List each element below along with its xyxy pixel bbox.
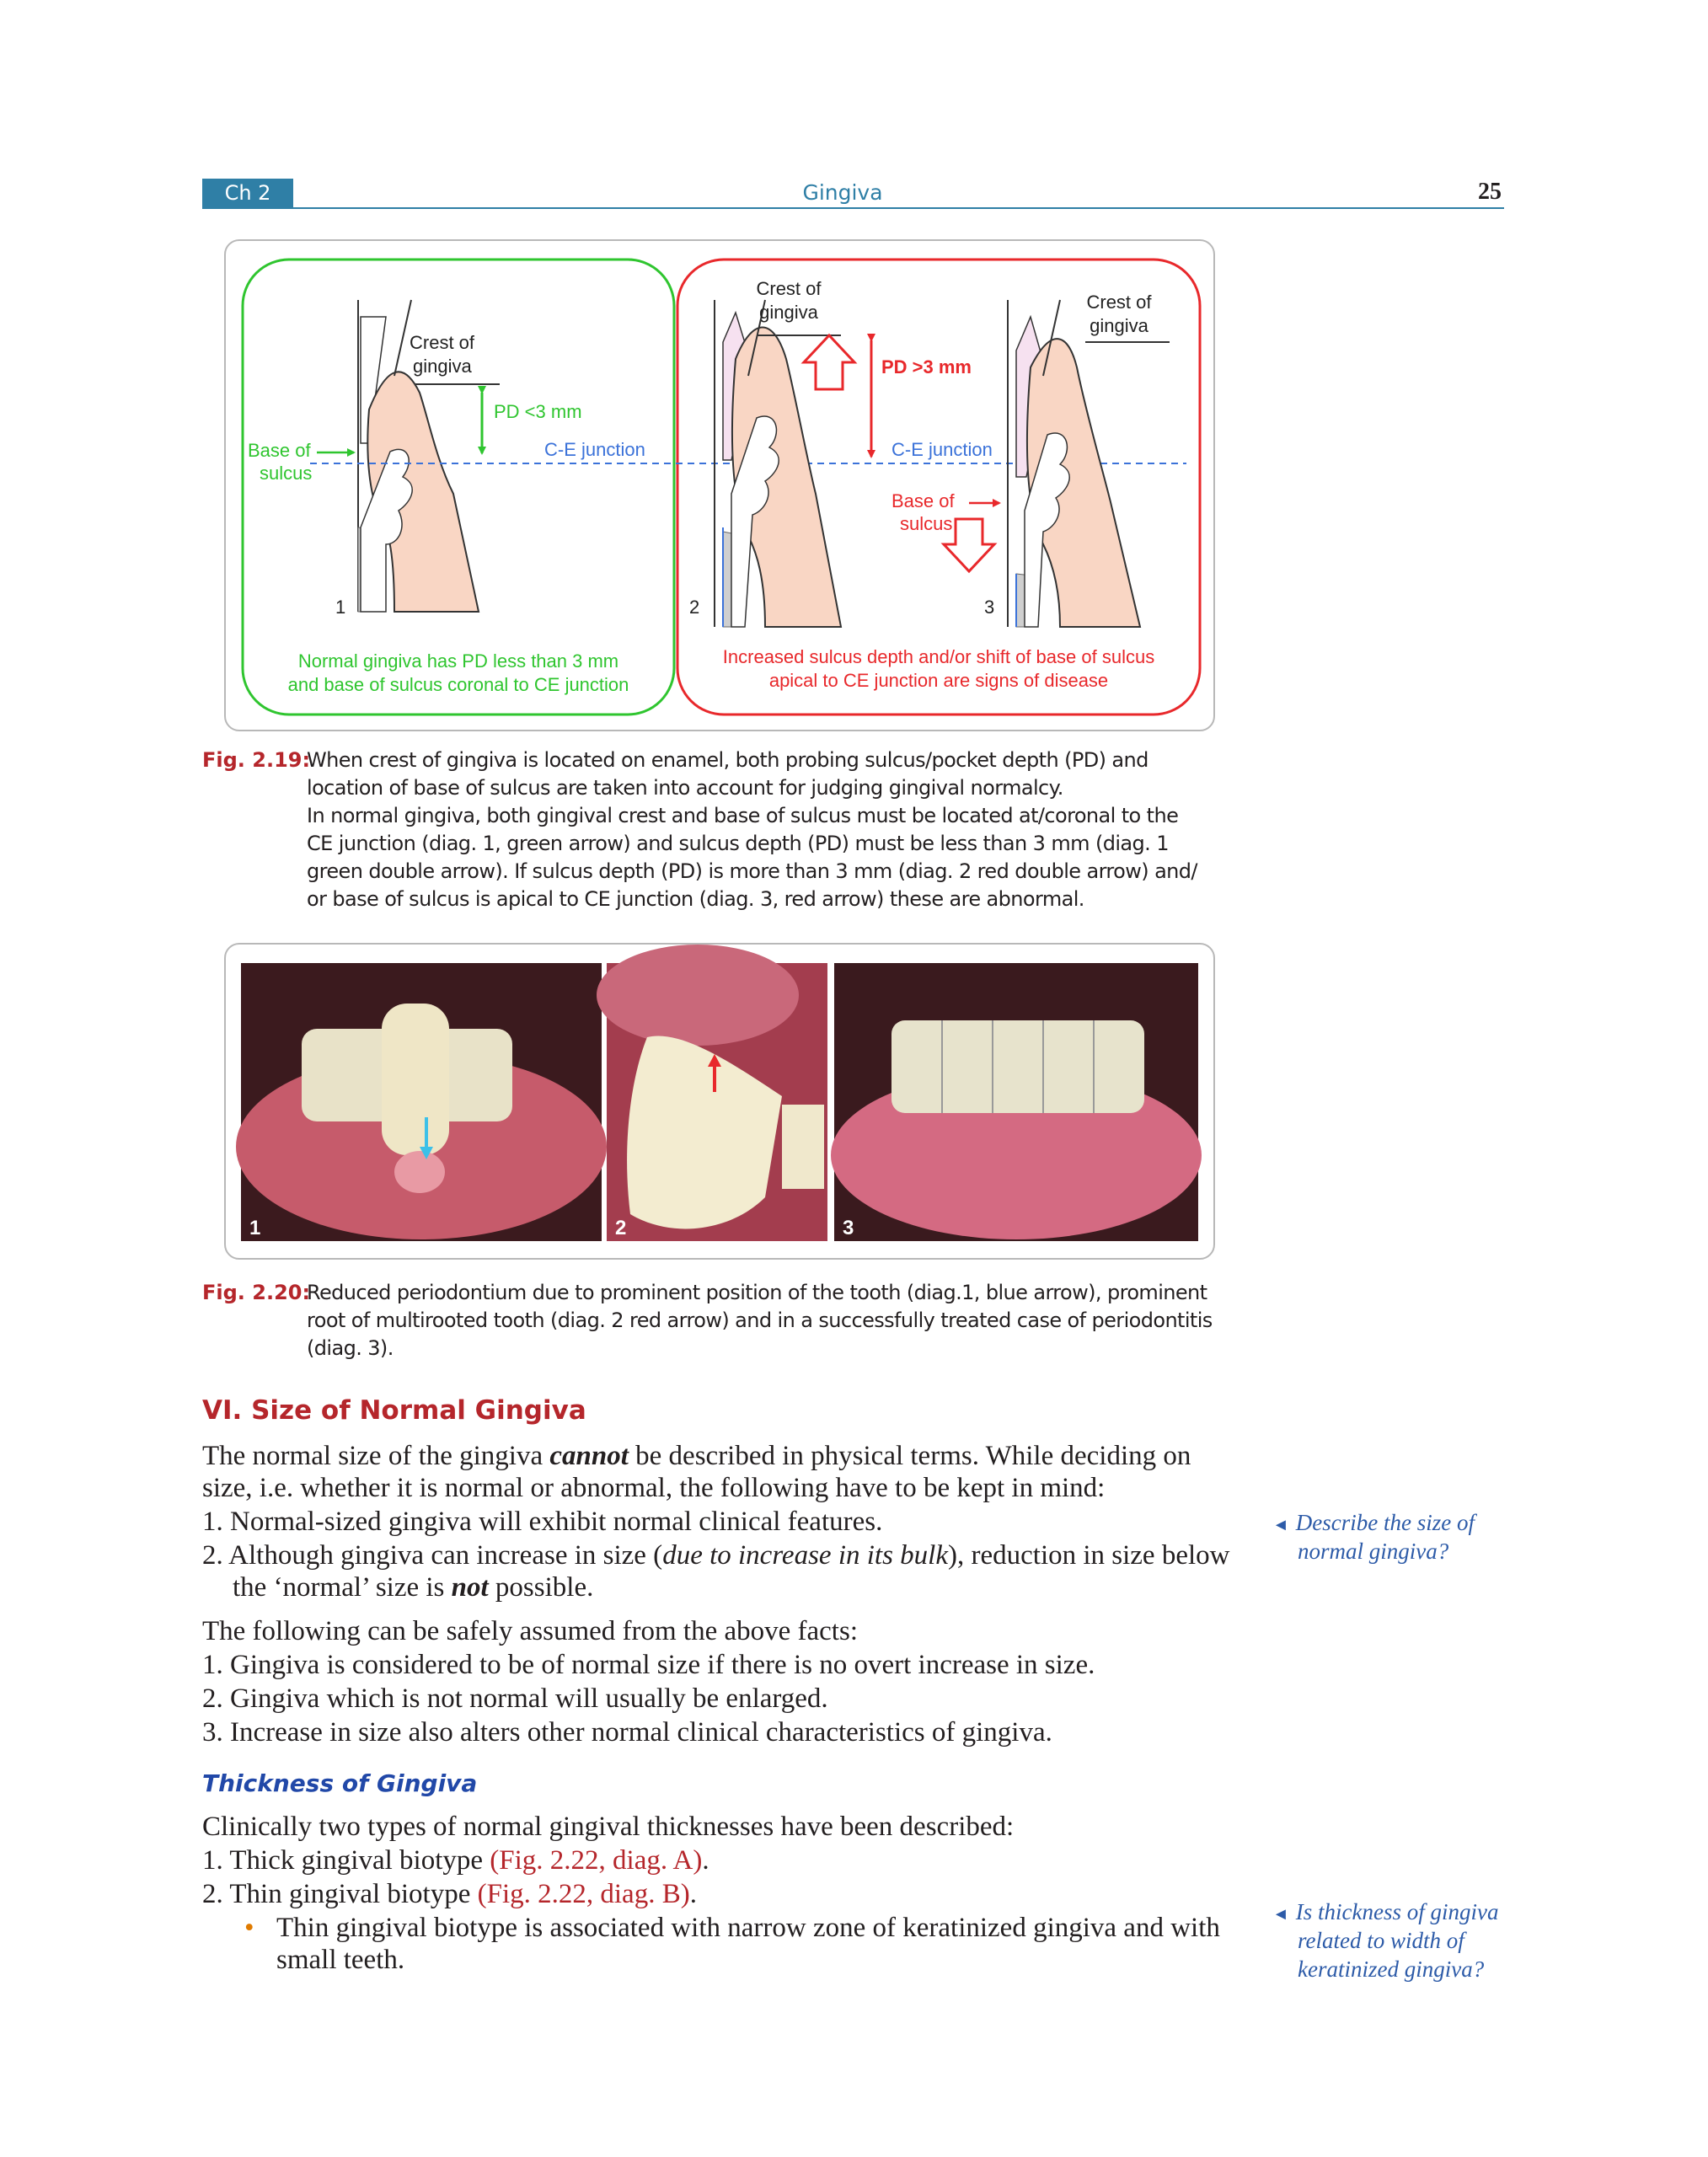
list-item-1: 1. Normal-sized gingiva will exhibit nor… — [202, 1507, 883, 1537]
crest-label-3b: gingiva — [1090, 315, 1148, 336]
crest-label-2a: Crest of — [756, 278, 822, 299]
photo-2: 2 — [597, 945, 827, 1241]
diagram-number-2: 2 — [689, 597, 699, 618]
normal-caption-line2: and base of sulcus coronal to CE junctio… — [288, 674, 629, 695]
body-paragraph-line2: size, i.e. whether it is normal or abnor… — [202, 1473, 1106, 1503]
list-item-2-cont: the ‘normal’ size is not possible. — [233, 1572, 594, 1603]
tooth-diagram-3 — [1007, 299, 1142, 628]
margin-question-2: ◄Is thickness of gingiva — [1272, 1899, 1499, 1924]
base-label-1a: Base of — [248, 440, 311, 461]
follow-item-2: 2. Gingiva which is not normal will usua… — [202, 1683, 828, 1714]
abnormal-caption-line2: apical to CE junction are signs of disea… — [769, 670, 1108, 691]
pd-greater-label: PD >3 mm — [881, 356, 972, 377]
fig-2-19-caption-line2: location of base of sulcus are taken int… — [307, 776, 1063, 800]
tooth-diagram-1 — [357, 299, 480, 613]
figure-2-20-caption: Fig. 2.20: Reduced periodontium due to p… — [202, 1279, 1239, 1372]
figure-2-19-frame: Crest of gingiva PD <3 mm C-E junction B… — [224, 239, 1215, 731]
photo-3: 3 — [831, 963, 1202, 1241]
cej-label-1: C-E junction — [544, 439, 645, 460]
abnormal-caption-line1: Increased sulcus depth and/or shift of b… — [723, 646, 1154, 667]
normal-panel-border — [241, 258, 676, 716]
follow-item-3: 3. Increase in size also alters other no… — [202, 1717, 1052, 1748]
header-rule — [202, 207, 1504, 209]
follow-item-1: 1. Gingiva is considered to be of normal… — [202, 1650, 1095, 1680]
thickness-bullet-1-cont: small teeth. — [276, 1945, 405, 1975]
triangle-left-icon: ◄ — [1272, 1905, 1289, 1924]
triangle-left-icon: ◄ — [1272, 1516, 1289, 1534]
pd-less-label: PD <3 mm — [494, 401, 582, 422]
crest-label-1b: gingiva — [413, 356, 472, 377]
chapter-tab: Ch 2 — [202, 179, 293, 207]
fig-2-19-caption-line6: or base of sulcus is apical to CE juncti… — [307, 887, 1084, 911]
fig-2-20-caption-line2: root of multirooted tooth (diag. 2 red a… — [307, 1309, 1213, 1332]
thickness-intro: Clinically two types of normal gingival … — [202, 1812, 1015, 1842]
section-heading: VI. Size of Normal Gingiva — [202, 1395, 586, 1426]
base-label-1b: sulcus — [260, 463, 312, 484]
follow-paragraph: The following can be safely assumed from… — [202, 1616, 858, 1646]
margin-question-1-cont: normal gingiva? — [1298, 1539, 1449, 1564]
figure-2-19-diagram: Crest of gingiva PD <3 mm C-E junction B… — [241, 258, 1202, 716]
fig-2-19-caption-line5: green double arrow). If sulcus depth (PD… — [307, 859, 1198, 883]
fig-2-20-caption-line3: (diag. 3). — [307, 1336, 394, 1360]
fig-2-19-label: Fig. 2.19: — [202, 748, 311, 772]
margin-question-2-line3: keratinized gingiva? — [1298, 1956, 1485, 1982]
margin-question-1: ◄Describe the size of — [1272, 1510, 1475, 1535]
diagram-number-1: 1 — [335, 597, 345, 618]
abnormal-panel-border — [676, 258, 1202, 716]
diagram-number-3: 3 — [984, 597, 994, 618]
fig-2-19-caption-line1: When crest of gingiva is located on enam… — [307, 748, 1148, 772]
photo-number-2: 2 — [615, 1217, 626, 1239]
thickness-item-1: 1. Thick gingival biotype (Fig. 2.22, di… — [202, 1845, 709, 1876]
crest-label-1a: Crest of — [410, 332, 475, 353]
page-number: 25 — [1478, 179, 1502, 205]
fig-2-19-caption-line4: CE junction (diag. 1, green arrow) and s… — [307, 832, 1169, 855]
crest-label-2b: gingiva — [759, 302, 818, 323]
photo-number-1: 1 — [249, 1217, 260, 1239]
list-item-2: 2. Although gingiva can increase in size… — [202, 1540, 1230, 1571]
tooth-diagram-2 — [714, 299, 843, 628]
photo-1: 1 — [236, 963, 607, 1241]
margin-question-2-line2: related to width of — [1298, 1928, 1464, 1953]
base-label-2b: sulcus — [900, 513, 952, 534]
figure-2-20-frame: 1 2 3 — [224, 943, 1215, 1260]
normal-caption-line1: Normal gingiva has PD less than 3 mm — [298, 650, 618, 672]
thickness-bullet-1: • Thin gingival biotype is associated wi… — [244, 1913, 1220, 1943]
photo-number-3: 3 — [843, 1217, 854, 1239]
base-label-2a: Base of — [891, 490, 955, 511]
thickness-item-2: 2. Thin gingival biotype (Fig. 2.22, dia… — [202, 1879, 697, 1909]
fig-2-20-caption-line1: Reduced periodontium due to prominent po… — [307, 1281, 1207, 1304]
crest-label-3a: Crest of — [1086, 292, 1152, 313]
thickness-heading: Thickness of Gingiva — [202, 1769, 478, 1797]
running-title: Gingiva — [802, 180, 883, 205]
fig-2-20-label: Fig. 2.20: — [202, 1281, 311, 1304]
cej-label-2: C-E junction — [891, 439, 993, 460]
bullet-icon: • — [244, 1913, 254, 1943]
fig-2-19-caption-line3: In normal gingiva, both gingival crest a… — [307, 804, 1179, 827]
figure-2-20-photos: 1 2 3 — [236, 945, 1202, 1241]
figure-2-19-caption: Fig. 2.19: When crest of gingiva is loca… — [202, 747, 1239, 923]
body-paragraph-line1: The normal size of the gingiva cannot be… — [202, 1441, 1191, 1471]
